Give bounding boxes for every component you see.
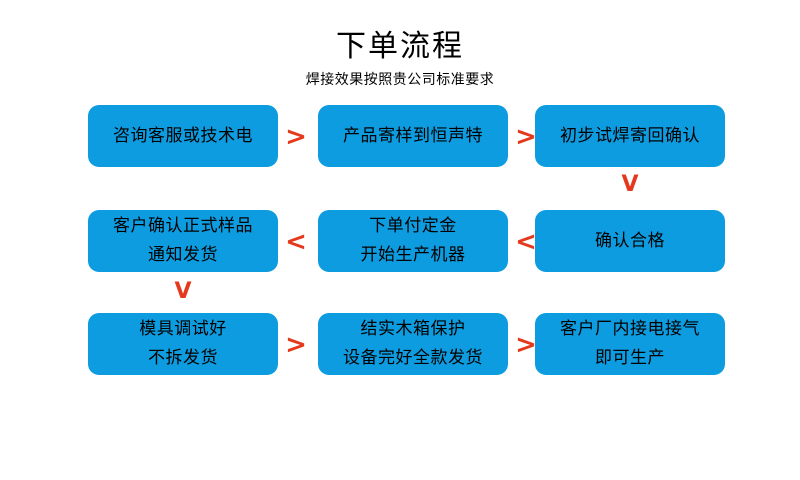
- arrow-right-icon-node8-node9: >: [515, 330, 537, 360]
- arrow-right-icon-node7-node8: >: [285, 330, 307, 360]
- flow-node-order-deposit-production[interactable]: 下单付定金 开始生产机器: [318, 210, 508, 272]
- arrow-right-icon-node1-node2: >: [285, 122, 307, 152]
- flow-node-label: 下单付定金: [369, 216, 457, 236]
- arrow-left-icon-node5-node6: <: [285, 227, 307, 257]
- flow-node-wooden-crate-shipping[interactable]: 结实木箱保护 设备完好全款发货: [318, 313, 508, 375]
- flow-node-label: 设备完好全款发货: [343, 348, 483, 368]
- flow-node-label: 咨询客服或技术电: [113, 126, 253, 146]
- flow-node-label: 产品寄样到恒声特: [343, 126, 483, 146]
- arrow-down-icon-node3-node4: V: [621, 172, 639, 197]
- page-title: 下单流程: [336, 29, 464, 64]
- page-subtitle: 焊接效果按照贵公司标准要求: [305, 72, 495, 88]
- flow-node-mold-debug-no-disassembly[interactable]: 模具调试好 不拆发货: [88, 313, 278, 375]
- flow-node-onsite-power-air-ready[interactable]: 客户厂内接电接气 即可生产: [535, 313, 725, 375]
- flow-node-label: 模具调试好: [139, 319, 227, 339]
- arrow-down-icon-node6-node7: V: [174, 279, 192, 304]
- flow-node-label: 开始生产机器: [360, 245, 466, 265]
- flow-node-consult-service[interactable]: 咨询客服或技术电: [88, 105, 278, 167]
- flow-node-label: 客户厂内接电接气: [560, 319, 700, 339]
- arrow-right-icon-node2-node3: >: [515, 122, 537, 152]
- flow-node-customer-confirm-sample[interactable]: 客户确认正式样品 通知发货: [88, 210, 278, 272]
- flow-node-label: 即可生产: [595, 348, 665, 368]
- arrow-left-icon-node4-node5: <: [515, 227, 537, 257]
- flow-node-confirm-qualified[interactable]: 确认合格: [535, 210, 725, 272]
- flow-node-label: 通知发货: [148, 245, 218, 265]
- flow-node-label: 确认合格: [595, 231, 665, 251]
- chart-header: 下单流程 焊接效果按照贵公司标准要求: [0, 28, 800, 90]
- flow-node-label: 客户确认正式样品: [113, 216, 253, 236]
- flow-node-label: 结实木箱保护: [360, 319, 466, 339]
- flow-node-label: 不拆发货: [148, 348, 218, 368]
- flow-node-send-sample[interactable]: 产品寄样到恒声特: [318, 105, 508, 167]
- flow-node-label: 初步试焊寄回确认: [560, 126, 700, 146]
- flow-node-trial-weld-return[interactable]: 初步试焊寄回确认: [535, 105, 725, 167]
